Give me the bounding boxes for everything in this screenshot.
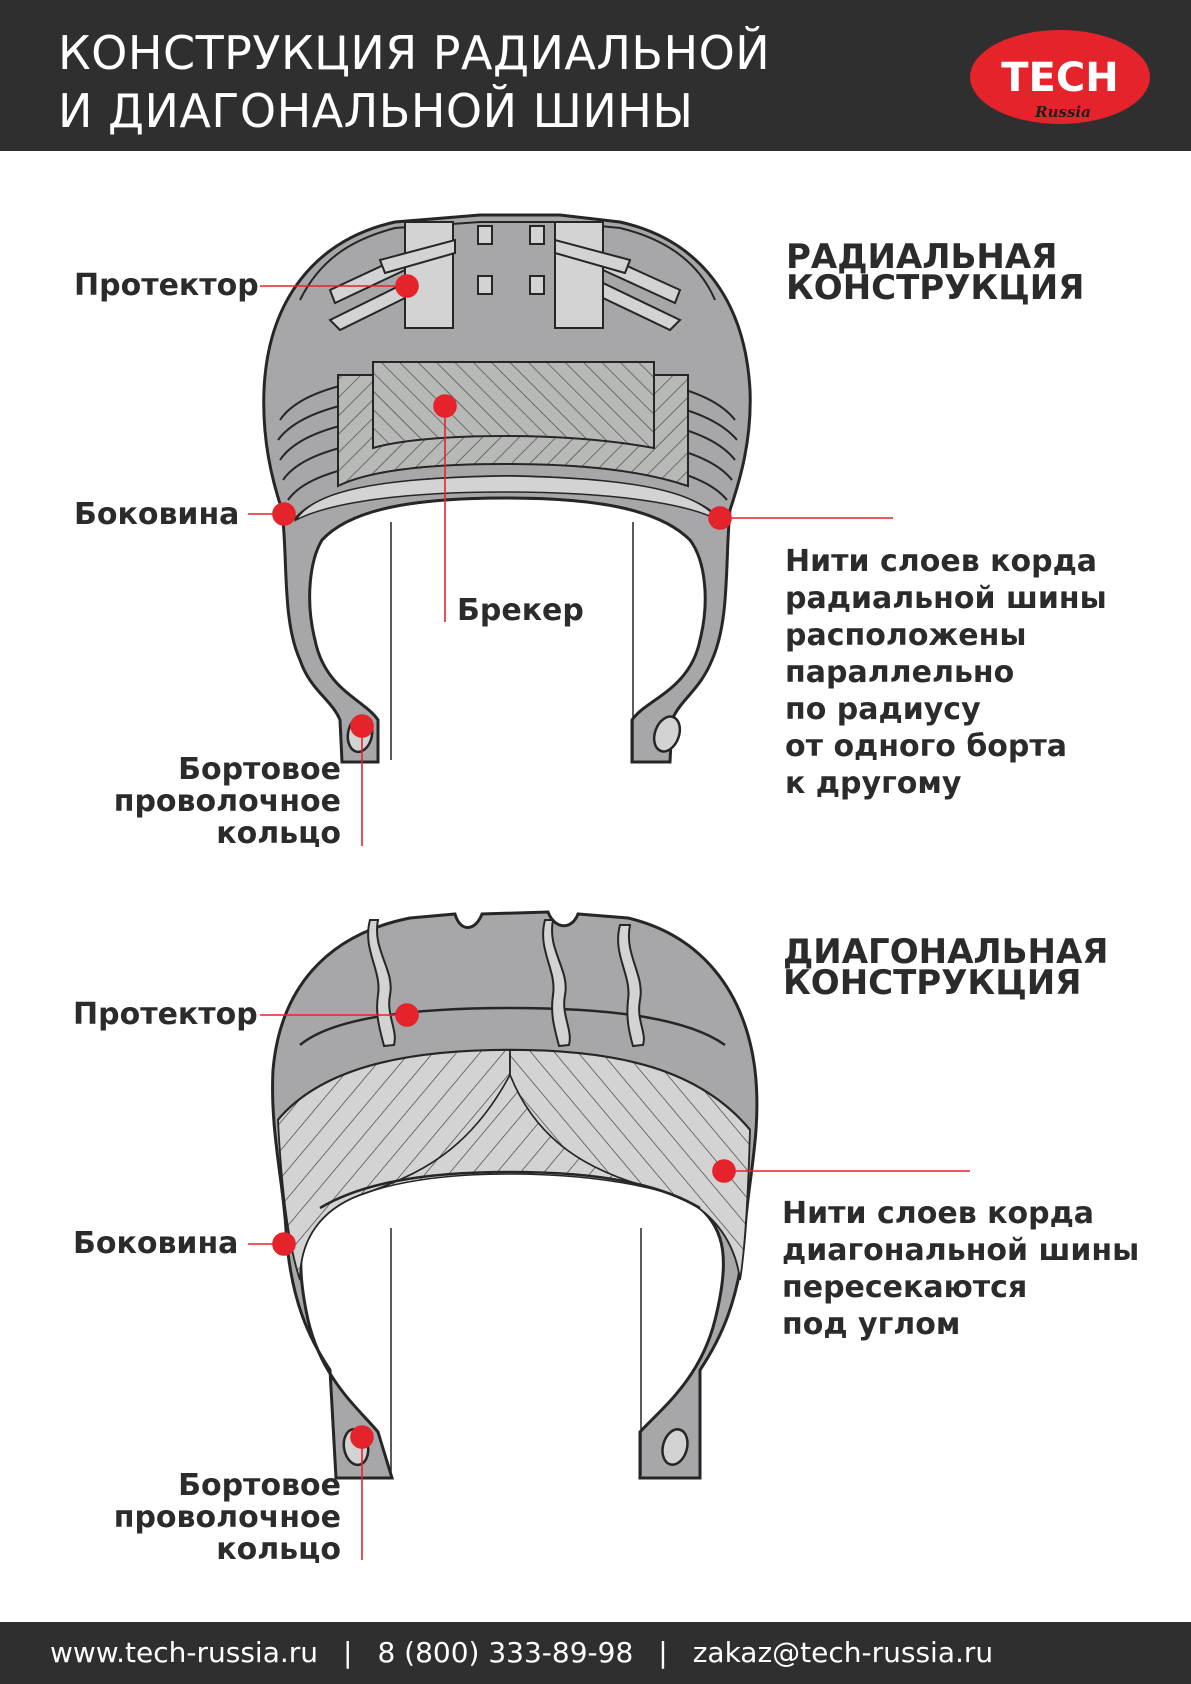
page-title: КОНСТРУКЦИЯ РАДИАЛЬНОЙ И ДИАГОНАЛЬНОЙ ШИ… bbox=[58, 24, 770, 140]
diagonal-label-sidewall: Боковина bbox=[73, 1226, 239, 1261]
radial-desc-line: по радиусу bbox=[785, 692, 981, 727]
header: КОНСТРУКЦИЯ РАДИАЛЬНОЙ И ДИАГОНАЛЬНОЙ ШИ… bbox=[0, 0, 1191, 151]
radial-bead-line-2: проволочное bbox=[113, 784, 341, 819]
diagonal-desc-line: диагональной шины bbox=[782, 1233, 1140, 1268]
diagonal-desc-line: пересекаются bbox=[782, 1270, 1028, 1305]
diagonal-tread-arc bbox=[299, 1006, 726, 1047]
radial-desc-line: радиальной шины bbox=[785, 581, 1107, 616]
radial-description: Нити слоев корда радиальной шины располо… bbox=[785, 543, 1107, 802]
diagonal-title-line-1: ДИАГОНАЛЬНАЯ bbox=[783, 932, 1109, 972]
radial-desc-line: параллельно bbox=[785, 655, 1015, 690]
radial-desc-line: к другому bbox=[785, 766, 962, 801]
footer-website-link[interactable]: www.tech-russia.ru bbox=[50, 1636, 319, 1669]
radial-label-breaker: Брекер bbox=[457, 593, 584, 628]
radial-label-bead: Бортовое проволочное кольцо bbox=[100, 754, 341, 850]
radial-desc-line: от одного борта bbox=[785, 729, 1068, 764]
diagonal-label-tread: Протектор bbox=[73, 997, 258, 1032]
callout-marker bbox=[272, 502, 296, 526]
radial-inner-liner bbox=[321, 496, 691, 541]
radial-tread-top bbox=[299, 221, 716, 301]
radial-title-line-1: РАДИАЛЬНАЯ bbox=[786, 237, 1058, 277]
footer-email-link[interactable]: zakaz@tech-russia.ru bbox=[692, 1636, 994, 1669]
footer-contacts: www.tech-russia.ru | 8 (800) 333-89-98 | zak… bbox=[50, 1636, 993, 1670]
diagonal-tire-cross-section bbox=[271, 910, 759, 1480]
logo-subtext: Russia bbox=[1034, 103, 1091, 121]
callout-marker bbox=[350, 714, 374, 738]
footer-phone-link[interactable]: 8 (800) 333-89-98 bbox=[377, 1636, 634, 1669]
callout-marker bbox=[272, 1232, 296, 1256]
radial-label-tread: Протектор bbox=[74, 268, 259, 303]
diagonal-title-line-2: КОНСТРУКЦИЯ bbox=[783, 963, 1082, 1003]
radial-callouts bbox=[248, 274, 893, 846]
diagonal-desc-line: Нити слоев корда bbox=[782, 1196, 1095, 1231]
footer: www.tech-russia.ru | 8 (800) 333-89-98 | zak… bbox=[0, 1622, 1191, 1684]
diagonal-inner-liner bbox=[319, 1170, 701, 1210]
diagonal-bead-line-1: Бортовое bbox=[178, 1468, 341, 1503]
diagonal-callouts bbox=[248, 1003, 970, 1560]
diagonal-section-title: ДИАГОНАЛЬНАЯ КОНСТРУКЦИЯ bbox=[783, 932, 1109, 1003]
radial-tire-cross-section bbox=[262, 213, 752, 764]
radial-breaker-inner bbox=[372, 361, 655, 450]
radial-desc-line: расположены bbox=[785, 618, 1027, 653]
tech-russia-logo: TECH Russia bbox=[970, 30, 1150, 124]
page-title-line-2: И ДИАГОНАЛЬНОЙ ШИНЫ bbox=[58, 84, 694, 138]
diagonal-desc-line: под углом bbox=[782, 1307, 961, 1342]
callout-marker bbox=[395, 1003, 419, 1027]
diagonal-bead-line-3: кольцо bbox=[216, 1532, 341, 1567]
radial-section-title: РАДИАЛЬНАЯ КОНСТРУКЦИЯ bbox=[786, 237, 1085, 308]
radial-tread-grooves bbox=[328, 221, 682, 332]
diagonal-bead-right bbox=[661, 1428, 689, 1466]
radial-title-line-2: КОНСТРУКЦИЯ bbox=[786, 268, 1085, 308]
page-title-line-1: КОНСТРУКЦИЯ РАДИАЛЬНОЙ bbox=[58, 26, 771, 80]
radial-label-sidewall: Боковина bbox=[74, 497, 240, 532]
radial-bead-line-1: Бортовое bbox=[178, 752, 341, 787]
diagonal-label-bead: Бортовое проволочное кольцо bbox=[100, 1470, 341, 1566]
callout-marker bbox=[350, 1425, 374, 1449]
footer-separator: | bbox=[343, 1636, 353, 1669]
radial-bead-right bbox=[652, 715, 682, 753]
radial-bead-line-3: кольцо bbox=[216, 816, 341, 851]
callout-marker bbox=[708, 506, 732, 530]
callout-marker bbox=[395, 274, 419, 298]
callout-marker bbox=[433, 394, 457, 418]
logo-text: TECH bbox=[1001, 55, 1118, 101]
diagonal-description: Нити слоев корда диагональной шины перес… bbox=[782, 1195, 1139, 1343]
footer-separator: | bbox=[658, 1636, 668, 1669]
diagonal-bead-line-2: проволочное bbox=[113, 1500, 341, 1535]
radial-desc-line: Нити слоев корда bbox=[785, 544, 1098, 579]
callout-marker bbox=[712, 1159, 736, 1183]
